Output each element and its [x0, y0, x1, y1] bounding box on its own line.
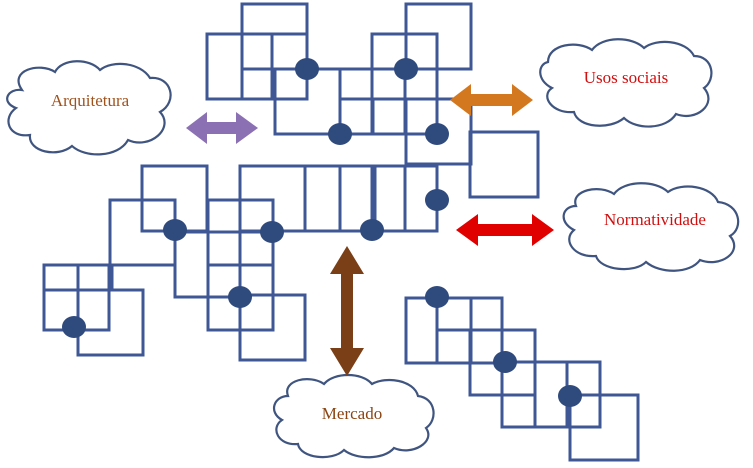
network-node [425, 189, 449, 211]
network-node [328, 123, 352, 145]
normatividade-double-arrow [456, 214, 554, 246]
label-arquitetura: Arquitetura [51, 91, 130, 110]
cloud-mercado: Mercado [272, 373, 435, 459]
network-node [163, 219, 187, 241]
network-node [394, 58, 418, 80]
network-node [228, 286, 252, 308]
grid-square [338, 97, 375, 136]
grid-square [205, 32, 274, 101]
label-mercado: Mercado [322, 404, 382, 423]
grid-square [240, 67, 277, 101]
network-node [62, 316, 86, 338]
grid-square [76, 263, 114, 292]
network-nodes [62, 58, 582, 407]
mercado-double-arrow [330, 246, 364, 376]
cloud-usos-sociais: Usos sociais [539, 38, 713, 128]
grid-square [568, 393, 640, 462]
grid-square [238, 293, 307, 362]
network-node [295, 58, 319, 80]
network-node [493, 351, 517, 373]
usos-sociais-double-arrow [450, 84, 533, 116]
network-node [425, 123, 449, 145]
grid-square [435, 328, 472, 365]
label-normatividade: Normatividade [604, 210, 706, 229]
network-node [260, 221, 284, 243]
label-usos-sociais: Usos sociais [584, 68, 669, 87]
network-node [360, 219, 384, 241]
grid-square [468, 130, 540, 199]
network-node [425, 286, 449, 308]
grid-square [42, 288, 80, 332]
cloud-arquitetura: Arquitetura [6, 60, 172, 156]
network-node [558, 385, 582, 407]
cloud-normatividade: Normatividade [562, 182, 740, 272]
grid-square [206, 230, 275, 267]
arquitetura-double-arrow [186, 112, 258, 144]
grid-square [240, 2, 309, 71]
